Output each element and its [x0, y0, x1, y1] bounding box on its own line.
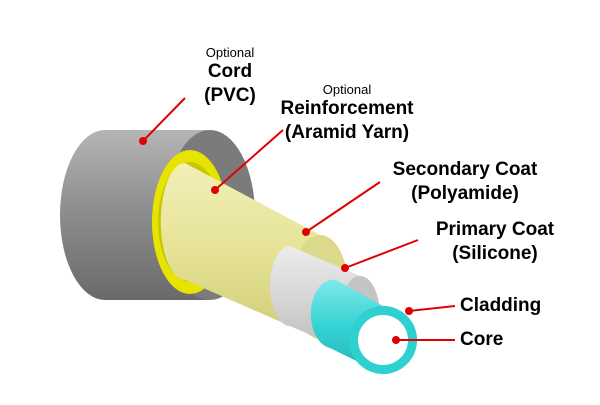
label-reinforcement-material: (Aramid Yarn)	[284, 122, 410, 143]
leader-line-cord	[142, 97, 186, 142]
leader-lines	[139, 97, 456, 344]
label-core: Core	[460, 328, 503, 352]
label-cord-name: Cord	[207, 61, 253, 82]
core-layer	[358, 315, 408, 365]
label-reinforcement: Optional Reinforcement (Aramid Yarn)	[262, 82, 432, 145]
label-primary-coat-name: Primary Coat	[435, 219, 555, 240]
leader-dot-secondary-coat	[302, 228, 310, 236]
label-reinforcement-name: Reinforcement	[280, 98, 414, 119]
label-cord-material: (PVC)	[204, 85, 256, 106]
leader-dot-primary-coat	[341, 264, 349, 272]
label-secondary-coat-name: Secondary Coat	[392, 159, 538, 180]
label-cord-optional: Optional	[205, 45, 255, 60]
leader-dot-reinforcement	[211, 186, 219, 194]
label-cladding-name: Cladding	[460, 295, 542, 316]
leader-dot-cladding	[405, 307, 413, 315]
label-primary-coat: Primary Coat (Silicone)	[415, 218, 575, 266]
label-reinforcement-optional: Optional	[322, 82, 372, 97]
label-secondary-coat-material: (Polyamide)	[411, 183, 519, 204]
leader-line-primary-coat	[344, 239, 419, 269]
leader-line-cladding	[408, 305, 456, 312]
label-core-name: Core	[460, 329, 504, 350]
leader-line-secondary-coat	[305, 181, 381, 233]
label-secondary-coat: Secondary Coat (Polyamide)	[375, 158, 555, 206]
label-primary-coat-material: (Silicone)	[452, 243, 538, 264]
label-cladding: Cladding	[460, 294, 541, 318]
leader-dot-cord	[139, 137, 147, 145]
leader-dot-core	[392, 336, 400, 344]
label-cord: Optional Cord (PVC)	[150, 45, 310, 108]
leader-line-reinforcement	[214, 129, 284, 191]
